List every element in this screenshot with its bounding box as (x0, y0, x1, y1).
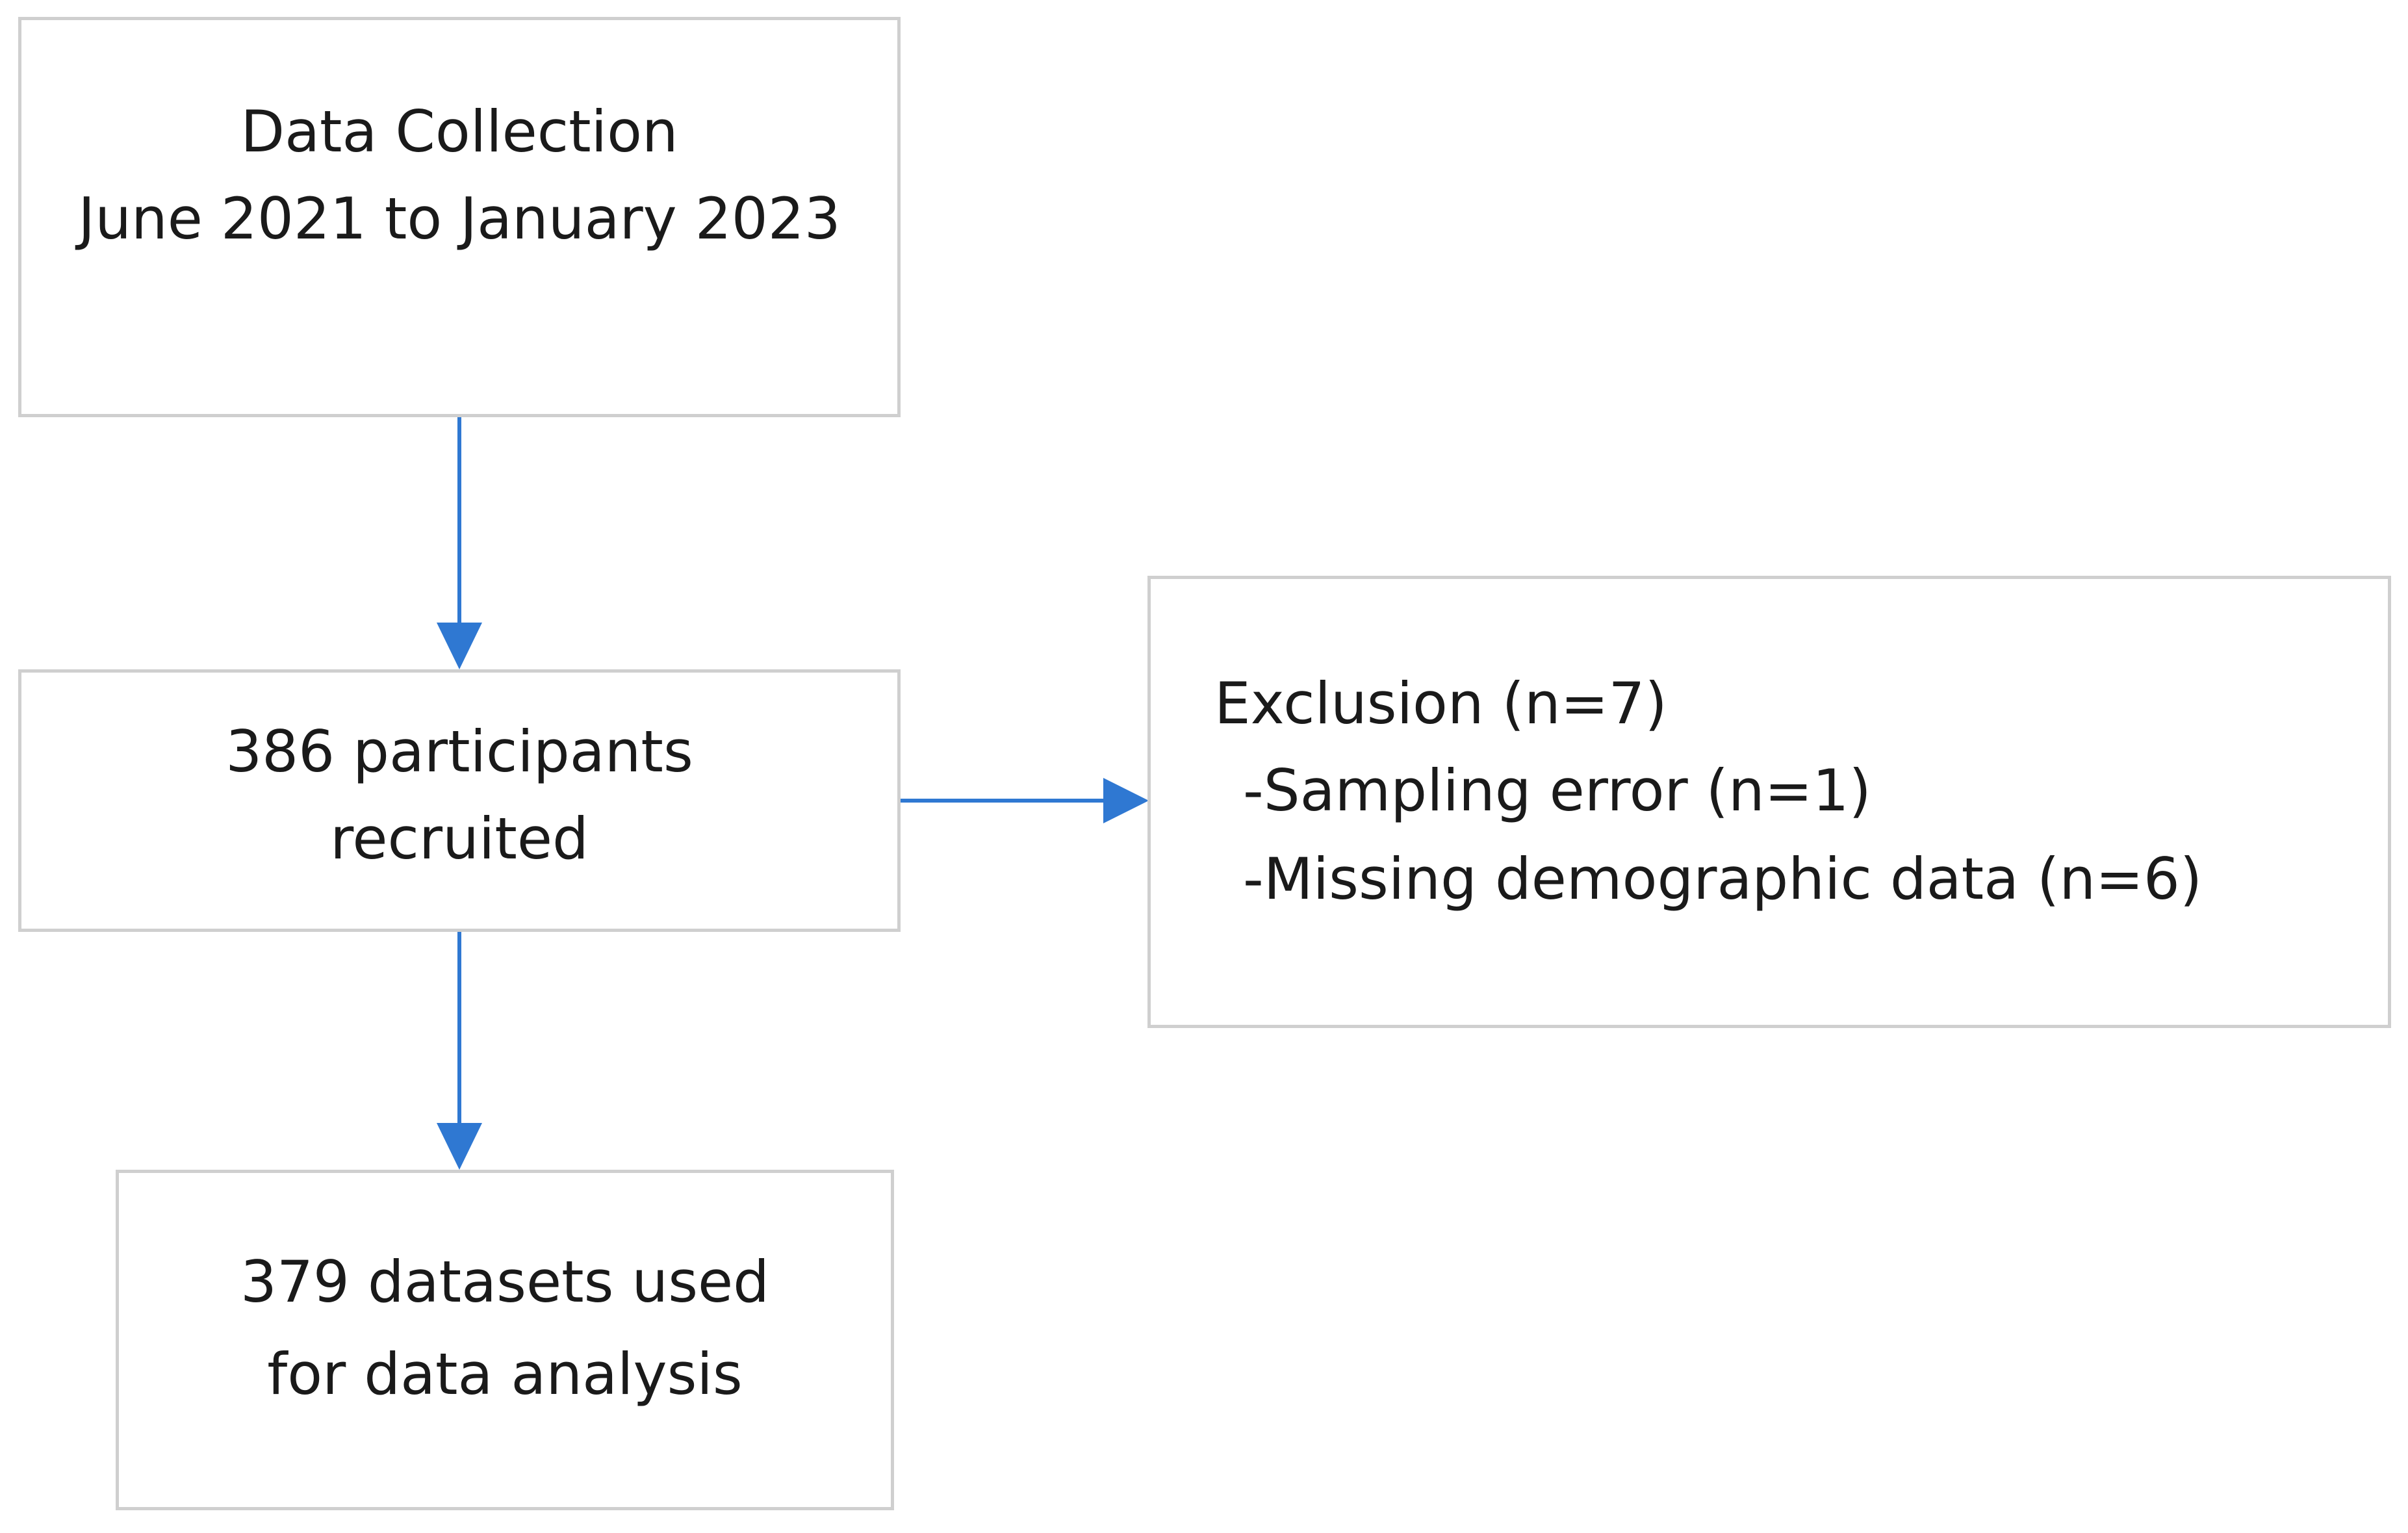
arrowhead-right-icon (1103, 778, 1149, 823)
arrowhead-down-icon (437, 623, 482, 669)
node-recruited-line-2: recruited (330, 805, 589, 872)
node-exclusion-line-3: -Missing demographic data (n=6) (1243, 845, 2203, 912)
node-exclusion-line-1: Exclusion (n=7) (1214, 670, 1667, 737)
node-analysis-line-2: for data analysis (267, 1341, 743, 1408)
node-exclusion-line-2: -Sampling error (n=1) (1243, 757, 1871, 824)
node-data-collection-line-2: June 2021 to January 2023 (78, 185, 841, 252)
node-analysis: 379 datasets used for data analysis (116, 1170, 894, 1510)
node-data-collection-line-1: Data Collection (240, 98, 678, 165)
node-analysis-line-1: 379 datasets used (240, 1248, 770, 1315)
node-data-collection: Data Collection June 2021 to January 202… (18, 17, 901, 417)
node-recruited-line-1: 386 participants (225, 718, 693, 785)
arrowhead-down-icon (437, 1123, 482, 1170)
node-exclusion: Exclusion (n=7) -Sampling error (n=1) -M… (1147, 576, 2391, 1028)
node-recruited: 386 participants recruited (18, 669, 901, 932)
